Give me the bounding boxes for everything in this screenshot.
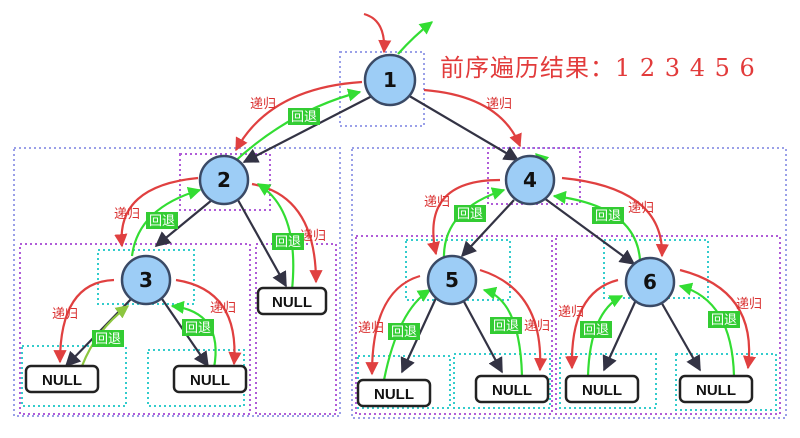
node-label: 5 xyxy=(445,268,459,292)
tree-node-3: 3 xyxy=(120,254,172,306)
preorder-result: 前序遍历结果：1 2 3 4 5 6 xyxy=(440,48,756,83)
return-label: 回退 xyxy=(493,319,519,334)
box-null-3R xyxy=(147,349,245,407)
recurse-entry xyxy=(363,12,392,54)
return-label: 回退 xyxy=(95,332,121,347)
box-subtree-5 xyxy=(355,235,553,415)
return-5-4 xyxy=(442,187,506,261)
recurse-4-6 xyxy=(561,176,669,258)
recurse-6-null-r xyxy=(679,268,757,370)
recurse-5-null-l xyxy=(365,274,421,376)
return-null5l-5 xyxy=(382,289,432,381)
return-null5r-5 xyxy=(482,286,524,377)
node-label: 2 xyxy=(217,168,231,192)
recurse-label: 递归 xyxy=(486,97,512,112)
recurse-6-null-l xyxy=(565,278,619,370)
null-label: NULL xyxy=(42,372,82,389)
return-label: 回退 xyxy=(595,209,621,224)
return-label: 回退 xyxy=(149,214,175,229)
box-subtree-6 xyxy=(555,235,781,415)
null-label: NULL xyxy=(582,382,622,399)
tree-node-5: 5 xyxy=(426,254,478,306)
edge-2-3 xyxy=(154,199,213,247)
node-label: 4 xyxy=(523,168,537,192)
null-box: NULL xyxy=(172,364,248,394)
null-box: NULL xyxy=(474,374,550,404)
tree-node-2: 2 xyxy=(198,154,250,206)
null-label: NULL xyxy=(190,372,230,389)
edge-4-6 xyxy=(543,197,636,265)
return-exit xyxy=(397,21,434,55)
box-null-3L xyxy=(21,345,127,407)
null-box: NULL xyxy=(24,364,100,394)
recurse-1-4 xyxy=(423,88,522,148)
return-label: 回退 xyxy=(291,110,317,125)
return-label: 回退 xyxy=(711,313,737,328)
null-box: NULL xyxy=(678,374,754,404)
tree-node-6: 6 xyxy=(624,256,676,308)
recurse-4-5 xyxy=(427,178,501,256)
null-box: NULL xyxy=(564,374,640,404)
recurse-2-3 xyxy=(114,176,199,248)
node-label: 6 xyxy=(643,270,657,294)
recurse-label: 递归 xyxy=(558,305,584,320)
recurse-5-null-r xyxy=(479,268,548,372)
return-label: 回退 xyxy=(391,325,417,340)
null-leaves: NULL NULL NULL NULL NULL NULL xyxy=(24,286,754,408)
result-label: 前序遍历结果： xyxy=(440,54,615,82)
node-label: 3 xyxy=(139,268,153,292)
recurse-label: 递归 xyxy=(628,201,654,216)
tree-nodes: 1 2 3 4 5 6 xyxy=(120,53,676,308)
return-label: 回退 xyxy=(457,207,483,222)
tree-node-1: 1 xyxy=(363,53,417,107)
return-labels: 回退 回退 回退 回退 回退 回退 回退 回退 回退 回退 回退 xyxy=(92,108,740,347)
recurse-labels: 递归 递归 递归 递归 递归 递归 递归 递归 递归 递归 递归 递归 xyxy=(52,97,762,336)
return-null6r-6 xyxy=(678,282,736,377)
null-box: NULL xyxy=(256,286,328,316)
edge-1-4 xyxy=(405,93,520,161)
recurse-3-null-l xyxy=(53,278,115,364)
recurse-3-null-r xyxy=(175,278,242,366)
recurse-label: 递归 xyxy=(52,307,78,322)
edge-6-null-r xyxy=(659,299,701,372)
recurse-label: 递归 xyxy=(358,321,384,336)
box-node-6 xyxy=(603,239,709,299)
edge-4-5 xyxy=(460,199,515,258)
null-label: NULL xyxy=(272,294,312,311)
box-null-6R xyxy=(675,353,777,411)
recurse-arrows xyxy=(53,12,757,376)
recurse-label: 递归 xyxy=(300,229,326,244)
null-box: NULL xyxy=(356,378,432,408)
box-node-2 xyxy=(179,153,271,211)
recurse-label: 递归 xyxy=(424,195,450,210)
node-label: 1 xyxy=(383,68,397,92)
edge-1-2 xyxy=(242,93,377,163)
box-left-subtree xyxy=(13,147,341,417)
recurse-label: 递归 xyxy=(210,301,236,316)
recurse-label: 递归 xyxy=(250,97,276,112)
return-label: 回退 xyxy=(185,321,211,336)
edge-5-null-r xyxy=(461,297,503,374)
recurse-label: 递归 xyxy=(736,297,762,312)
box-node-4 xyxy=(487,147,581,205)
edge-6-null-l xyxy=(602,299,638,372)
recurse-1-2 xyxy=(235,80,363,152)
tree-edges xyxy=(64,93,701,374)
return-label: 回退 xyxy=(583,323,609,338)
recurse-label: 递归 xyxy=(524,319,550,334)
return-label: 回退 xyxy=(275,235,301,250)
null-label: NULL xyxy=(374,386,414,403)
null-label: NULL xyxy=(696,382,736,399)
recurse-label: 递归 xyxy=(114,207,140,222)
result-values: 1 2 3 4 5 6 xyxy=(615,54,756,82)
tree-node-4: 4 xyxy=(504,154,556,206)
box-null-right-2 xyxy=(255,243,337,415)
subtree-boxes xyxy=(13,51,787,419)
return-null-2 xyxy=(256,183,295,291)
edge-2-null xyxy=(237,199,287,288)
null-label: NULL xyxy=(492,382,532,399)
